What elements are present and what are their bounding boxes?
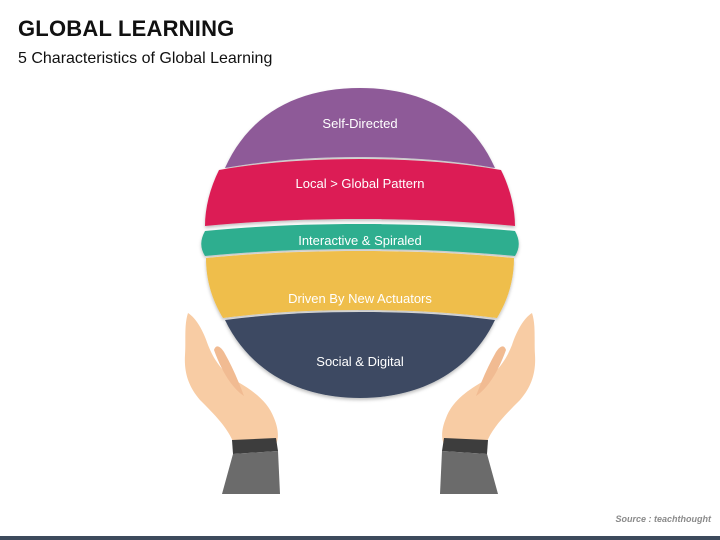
left-cuff: [232, 438, 278, 454]
source-note: Source : teachthought: [615, 514, 711, 524]
segment-social-digital-label: Social & Digital: [316, 354, 404, 369]
right-hand: [440, 313, 536, 494]
left-thumb: [214, 346, 244, 396]
segment-social-digital: [225, 312, 495, 398]
right-cuff: [442, 438, 488, 454]
segment-interactive-spiraled: [201, 224, 519, 256]
segment-local-global-pattern-label: Local > Global Pattern: [296, 176, 425, 191]
footer-bar: [0, 536, 720, 540]
segment-driven-by-new-actuators-label: Driven By New Actuators: [288, 291, 432, 306]
left-sleeve: [222, 451, 280, 494]
segment-self-directed: [225, 88, 495, 168]
right-thumb: [476, 346, 506, 396]
left-hand: [184, 313, 280, 494]
segment-local-global-pattern: [205, 159, 515, 226]
page-title: GLOBAL LEARNING: [18, 16, 235, 41]
segment-driven-by-new-actuators: [206, 251, 514, 318]
segment-interactive-spiraled-label: Interactive & Spiraled: [298, 233, 422, 248]
segment-self-directed-label: Self-Directed: [322, 116, 397, 131]
right-sleeve: [440, 451, 498, 494]
sphere: [201, 88, 519, 398]
page-subtitle: 5 Characteristics of Global Learning: [18, 50, 273, 67]
